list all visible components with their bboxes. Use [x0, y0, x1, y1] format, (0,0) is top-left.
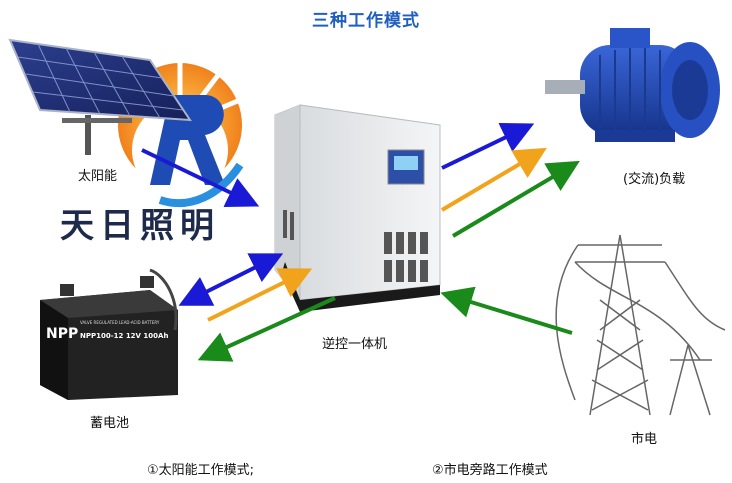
inverter-cabinet-icon [274, 104, 441, 312]
motor-load-icon [545, 28, 720, 142]
arrow-inverter-to-battery-green [197, 296, 336, 362]
battery-brand: NPP [46, 326, 78, 342]
label-load: (交流)负载 [623, 172, 686, 187]
grid-tower-icon [555, 234, 726, 416]
label-mode2: ②市电旁路工作模式 [432, 463, 548, 478]
arrow-grid-to-inverter-green [440, 286, 573, 335]
label-solar: 太阳能 [78, 169, 118, 184]
diagram-title: 三种工作模式 [312, 11, 420, 31]
arrow-inverter-to-load-blue [441, 123, 535, 170]
battery-icon [40, 268, 178, 400]
arrow-inverter-to-load-green [451, 160, 580, 238]
battery-model: NPP100-12 12V 100Ah [80, 332, 168, 340]
battery-small-text: VALVE REGULATED LEAD-ACID BATTERY [80, 320, 160, 325]
arrow-solar-to-inverter [141, 148, 260, 207]
label-mode1: ①太阳能工作模式; [147, 463, 255, 478]
arrow-battery-inverter-bidirectional [178, 253, 284, 306]
logo-text: 天日照明 [60, 206, 220, 246]
solar-panel-icon [8, 38, 192, 155]
label-grid: 市电 [631, 432, 658, 447]
label-battery: 蓄电池 [90, 416, 130, 431]
arrow-inverter-to-load-orange [440, 147, 547, 212]
label-inverter: 逆控一体机 [322, 337, 388, 352]
arrow-battery-to-inverter-orange [207, 268, 313, 322]
